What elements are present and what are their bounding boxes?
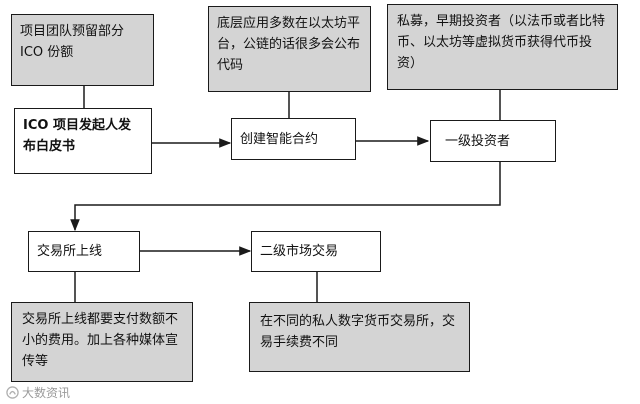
primary-investor-text: 一级投资者: [445, 133, 511, 149]
primary-investor-box: 一级投资者: [430, 120, 556, 162]
secondary-trading-text: 二级市场交易: [260, 244, 339, 259]
team-reserve-text: 项目团队预留部分 ICO 份额: [20, 24, 125, 60]
exchange-listing-box: 交易所上线: [28, 231, 140, 272]
team-reserve-note: 项目团队预留部分 ICO 份额: [11, 14, 154, 86]
initiator-text: ICO 项目发起人发布白皮书: [23, 118, 131, 154]
arrow-investor-to-exchange: [70, 162, 501, 232]
secondary-trading-box: 二级市场交易: [251, 231, 381, 272]
trading-fee-text: 在不同的私人数字货币交易所，交易手续费不同: [260, 314, 456, 350]
listing-fee-note: 交易所上线都要支付数额不小的费用。加上各种媒体宣传等: [11, 302, 193, 382]
smart-contract-box: 创建智能合约: [231, 118, 356, 160]
watermark: 大数资讯: [6, 384, 70, 401]
smart-contract-text: 创建智能合约: [240, 131, 319, 147]
platform-note: 底层应用多数在以太坊平台，公链的话很多会公布代码: [208, 6, 371, 92]
watermark-text: 大数资讯: [22, 386, 71, 400]
initiator-box: ICO 项目发起人发布白皮书: [14, 108, 152, 174]
watermark-logo-icon: [6, 386, 19, 399]
exchange-listing-text: 交易所上线: [37, 244, 103, 259]
private-placement-text: 私募，早期投资者（以法币或者比特币、以太坊等虚拟货币获得代币投资）: [397, 14, 606, 71]
platform-note-text: 底层应用多数在以太坊平台，公链的话很多会公布代码: [217, 16, 361, 73]
trading-fee-note: 在不同的私人数字货币交易所，交易手续费不同: [249, 302, 470, 372]
private-placement-note: 私募，早期投资者（以法币或者比特币、以太坊等虚拟货币获得代币投资）: [387, 4, 618, 90]
listing-fee-text: 交易所上线都要支付数额不小的费用。加上各种媒体宣传等: [22, 312, 179, 369]
